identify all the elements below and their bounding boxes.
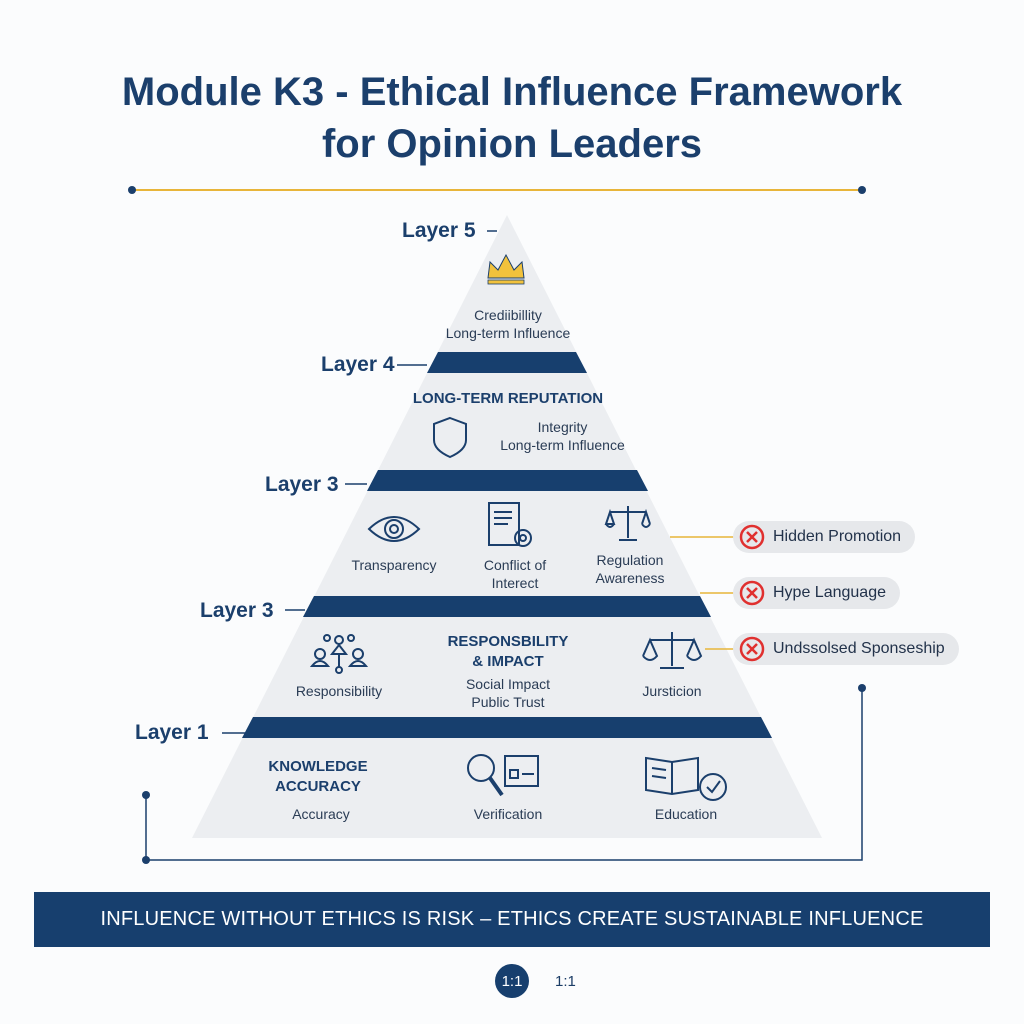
pyramid bbox=[192, 215, 822, 838]
layer-4-heading: LONG-TERM REPUTATION bbox=[412, 390, 604, 407]
crown-icon bbox=[487, 253, 525, 285]
layer-3-label: Layer 3 bbox=[265, 473, 339, 496]
x-circle-icon bbox=[739, 580, 765, 606]
heading-line-2: & IMPACT bbox=[472, 653, 544, 670]
risk-pill: Hype Language bbox=[733, 577, 900, 609]
education-label: Education bbox=[654, 806, 718, 822]
band-layer-3 bbox=[367, 470, 648, 491]
layer-3b-label: Layer 3 bbox=[200, 599, 274, 622]
ratio-badge[interactable]: 1:1 bbox=[495, 964, 529, 998]
ratio-text[interactable]: 1:1 bbox=[555, 973, 576, 990]
transparency-label: Transparency bbox=[351, 557, 437, 573]
influence-text: Long-term Influence bbox=[445, 325, 571, 341]
accuracy-label: Accuracy bbox=[292, 806, 350, 822]
shield-icon bbox=[433, 416, 467, 459]
risk-pill: Hidden Promotion bbox=[733, 521, 916, 553]
layer-5-text: Crediibillity Long-term Influence bbox=[408, 306, 608, 342]
title-line-2: for Opinion Leaders bbox=[321, 122, 703, 166]
regulation-label: Regulation Awareness bbox=[595, 552, 665, 586]
eye-icon bbox=[367, 516, 421, 542]
public-trust-text: Public Trust bbox=[471, 694, 545, 710]
bottom-banner: INFLUENCE WITHOUT ETHICS IS RISK – ETHIC… bbox=[34, 892, 990, 947]
document-gear-icon bbox=[488, 502, 532, 547]
book-check-icon bbox=[645, 756, 727, 801]
x-circle-icon bbox=[739, 636, 765, 662]
layer-4-label: Layer 4 bbox=[321, 353, 395, 376]
conflict-label: Conflict of Interect bbox=[483, 557, 547, 591]
verification-label: Verification bbox=[473, 806, 543, 822]
scales-icon bbox=[642, 632, 703, 669]
influence-text: Long-term Influence bbox=[500, 437, 625, 453]
heading-line-1: RESPONSBILITY bbox=[447, 633, 569, 650]
band-layer-1 bbox=[242, 717, 772, 738]
layer-1-heading: KNOWLEDGE ACCURACY bbox=[238, 757, 398, 797]
credibility-text: Crediibillity bbox=[474, 307, 542, 323]
layer-3b-heading: RESPONSBILITY & IMPACT bbox=[408, 632, 608, 672]
integrity-text: Integrity bbox=[537, 419, 588, 435]
x-circle-icon bbox=[739, 524, 765, 550]
layer-1-label: Layer 1 bbox=[135, 721, 209, 744]
title-line-1: Module K3 - Ethical Influence Framework bbox=[121, 70, 903, 114]
layer-4-text: Integrity Long-term Influence bbox=[480, 418, 645, 454]
heading-line-1: KNOWLEDGE bbox=[268, 758, 368, 775]
scales-icon bbox=[604, 506, 651, 541]
layer-5-label: Layer 5 bbox=[402, 219, 476, 242]
social-impact-text: Social Impact bbox=[465, 676, 551, 692]
band-layer-4 bbox=[427, 352, 587, 373]
risk-label: Hype Language bbox=[773, 584, 886, 601]
heading-line-2: ACCURACY bbox=[275, 778, 361, 795]
band-layer-3b bbox=[303, 596, 711, 617]
risk-label: Undssolsed Sponseship bbox=[773, 640, 945, 657]
page-title: Module K3 - Ethical Influence Framework … bbox=[0, 66, 1024, 170]
network-people-icon bbox=[309, 634, 369, 674]
layer-3b-sub: Social Impact Public Trust bbox=[408, 675, 608, 711]
responsibility-label: Responsibility bbox=[295, 683, 383, 699]
jurisdiction-label: Jursticion bbox=[642, 683, 702, 699]
risk-pill: Undssolsed Sponseship bbox=[733, 633, 959, 665]
magnifier-checklist-icon bbox=[467, 754, 539, 797]
risk-label: Hidden Promotion bbox=[773, 528, 902, 545]
